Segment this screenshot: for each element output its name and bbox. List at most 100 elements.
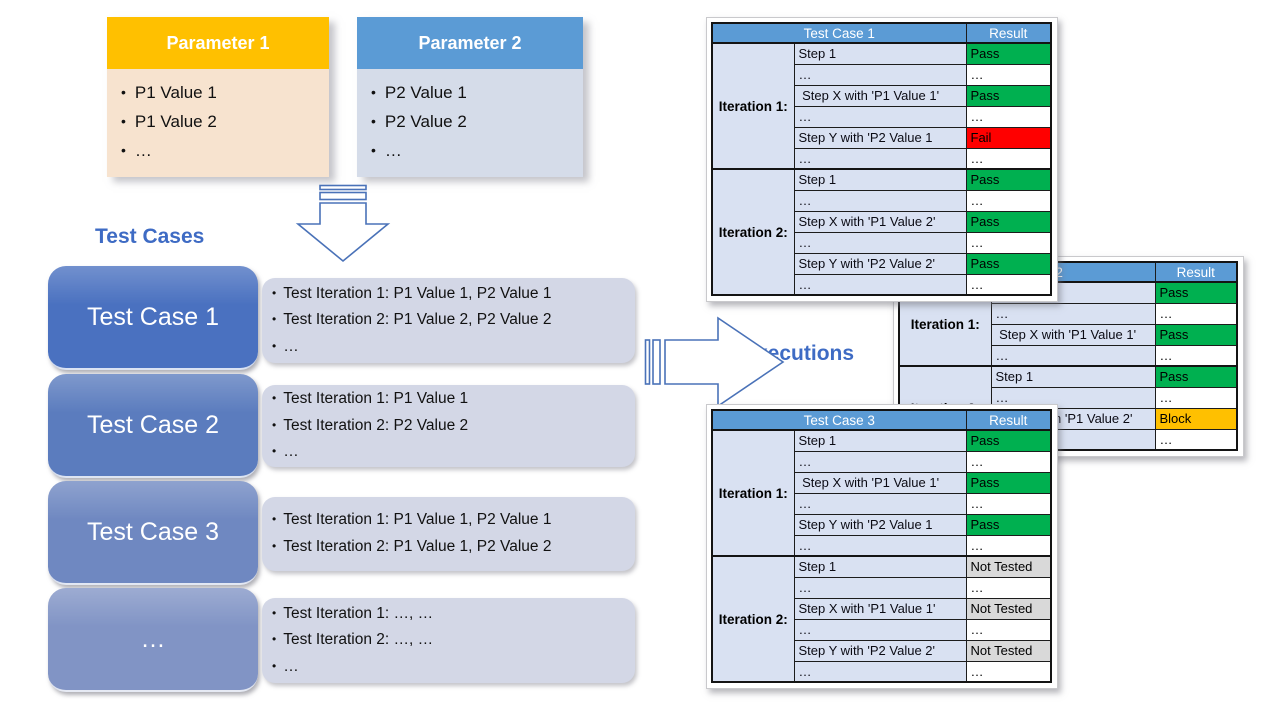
bullet-item: •… (121, 136, 317, 165)
table-row: …… (712, 273, 1052, 296)
test-case-1-pill: Test Case 1 (48, 266, 258, 370)
step-cell: Step X with 'P1 Value 1' (793, 84, 967, 107)
step-cell: Step Y with 'P2 Value 2' (793, 639, 967, 662)
table-title: Test Case 1 (711, 22, 967, 44)
bullet-dot-icon: • (272, 312, 277, 327)
step-cell: Step 1 (793, 168, 967, 191)
parameter-1-header: Parameter 1 (107, 17, 329, 69)
result-cell: Pass (1154, 323, 1238, 346)
result-cell: Block (1154, 407, 1238, 430)
step-cell: … (990, 386, 1156, 409)
bullet-dot-icon: • (371, 84, 376, 100)
bullet-text: Test Iteration 2: P2 Value 2 (283, 416, 469, 434)
result-cell: Pass (965, 429, 1052, 452)
test-case-3-label: Test Case 3 (86, 517, 219, 546)
table-row: …… (712, 105, 1052, 128)
bullet-text: … (283, 443, 299, 461)
bullet-dot-icon: • (121, 84, 126, 100)
step-cell: … (793, 576, 967, 599)
step-cell: … (793, 63, 967, 86)
bullet-dot-icon: • (371, 113, 376, 130)
result-cell: Pass (965, 513, 1052, 536)
step-cell: Step X with 'P1 Value 1' (793, 471, 967, 494)
bullet-dot-icon: • (272, 338, 277, 353)
test-case-2-label: Test Case 2 (86, 410, 219, 439)
result-cell: … (965, 147, 1052, 170)
step-cell: Step Y with 'P2 Value 2' (793, 252, 967, 275)
test-case-more-iterations-panel: •Test Iteration 1: …, … • Test Iteration 2… (262, 598, 635, 683)
step-cell: Step X with 'P1 Value 2' (793, 210, 967, 233)
bullet-text: P2 Value 1 (384, 83, 467, 102)
down-arrow-icon (295, 184, 391, 263)
bullet-text: P1 Value 2 (134, 112, 217, 132)
bullet-dot-icon: • (272, 444, 277, 459)
table-row: Step X with 'P1 Value 1'Pass (712, 471, 1052, 494)
result-cell: … (1154, 344, 1238, 367)
step-cell: Step 1 (793, 42, 967, 65)
bullet-dot-icon: • (272, 632, 277, 647)
table-row: …… (712, 231, 1052, 254)
bullet-dot-icon: • (272, 417, 277, 432)
bullet-text: … (134, 141, 152, 161)
bullet-item: • P1 Value 2 (121, 107, 317, 136)
result-column-header: Result (965, 409, 1052, 431)
table-row: Step X with 'P1 Value 1'Not Tested (712, 597, 1052, 620)
result-cell: … (965, 492, 1052, 515)
bullet-item: •Test Iteration 1: …, … (272, 601, 625, 628)
test-case-more-pill: … (48, 588, 258, 692)
table-row: …… (899, 302, 1238, 325)
iteration-label-cell: Iteration 2: (711, 555, 795, 683)
test-case-2-iterations-panel: • Test Iteration 1: P1 Value 1 • Test Itera… (262, 385, 635, 467)
step-cell: … (793, 273, 967, 296)
bullet-dot-icon: • (272, 391, 277, 406)
bullet-item: •… (272, 334, 625, 361)
result-cell: … (965, 618, 1052, 641)
table-row: …… (712, 576, 1052, 599)
table-row: Step X with 'P1 Value 1'Pass (899, 323, 1238, 346)
bullet-text: … (283, 657, 299, 675)
bullet-item: •Test Iteration 1: P1 Value 1, P2 Value … (272, 281, 625, 308)
bullet-item: • Test Iteration 1: P1 Value 1 (272, 386, 625, 413)
bullet-item: •… (272, 654, 625, 681)
table-row: …… (712, 492, 1052, 515)
bullet-text: Test Iteration 2: …, … (283, 631, 434, 649)
parameter-2-values: •P2 Value 1•P2 Value 2•… (357, 69, 583, 177)
step-cell: … (793, 189, 967, 212)
step-cell: … (793, 231, 967, 254)
bullet-text: Test Iteration 1: P1 Value 1 (283, 390, 469, 408)
test-case-3-iterations-panel: •Test Iteration 1: P1 Value 1, P2 Value … (262, 497, 635, 571)
test-cases-title: Test Cases (95, 225, 205, 248)
iteration-label-cell: Iteration 1: (711, 42, 795, 170)
step-cell: Step X with 'P1 Value 1' (793, 597, 967, 620)
bullet-dot-icon: • (121, 113, 126, 130)
bullet-item: • Test Iteration 2: P2 Value 2 (272, 413, 625, 440)
bullet-item: •… (371, 136, 571, 165)
test-case-3-pill: Test Case 3 (48, 481, 258, 585)
bullet-dot-icon: • (121, 142, 126, 159)
bullet-text: Test Iteration 1: P1 Value 1, P2 Value 1 (283, 284, 552, 302)
result-cell: Pass (965, 471, 1052, 494)
bullet-dot-icon: • (272, 658, 277, 673)
bullet-text: Test Iteration 2: P1 Value 1, P2 Value 2 (283, 538, 552, 555)
parameter-1-values: •P1 Value 1•P1 Value 2•… (107, 69, 329, 177)
table-row: Step Y with 'P2 Value 2'Not Tested (712, 639, 1052, 662)
result-cell: Pass (965, 252, 1052, 275)
result-column-header: Result (1154, 261, 1238, 283)
result-cell: Pass (965, 42, 1052, 65)
result-cell: Not Tested (965, 597, 1052, 620)
bullet-text: P1 Value 1 (134, 83, 217, 102)
table-row: …… (712, 63, 1052, 86)
step-cell: Step 1 (793, 429, 967, 452)
result-cell: … (965, 189, 1052, 212)
table-row: …… (712, 450, 1052, 473)
table-row: …… (712, 147, 1052, 170)
table-row: Step X with 'P1 Value 1'Pass (712, 84, 1052, 107)
bullet-item: • P1 Value 1 (121, 78, 317, 107)
result-cell: Pass (1154, 281, 1238, 304)
bullet-item: • Test Iteration 2: …, … (272, 627, 625, 654)
